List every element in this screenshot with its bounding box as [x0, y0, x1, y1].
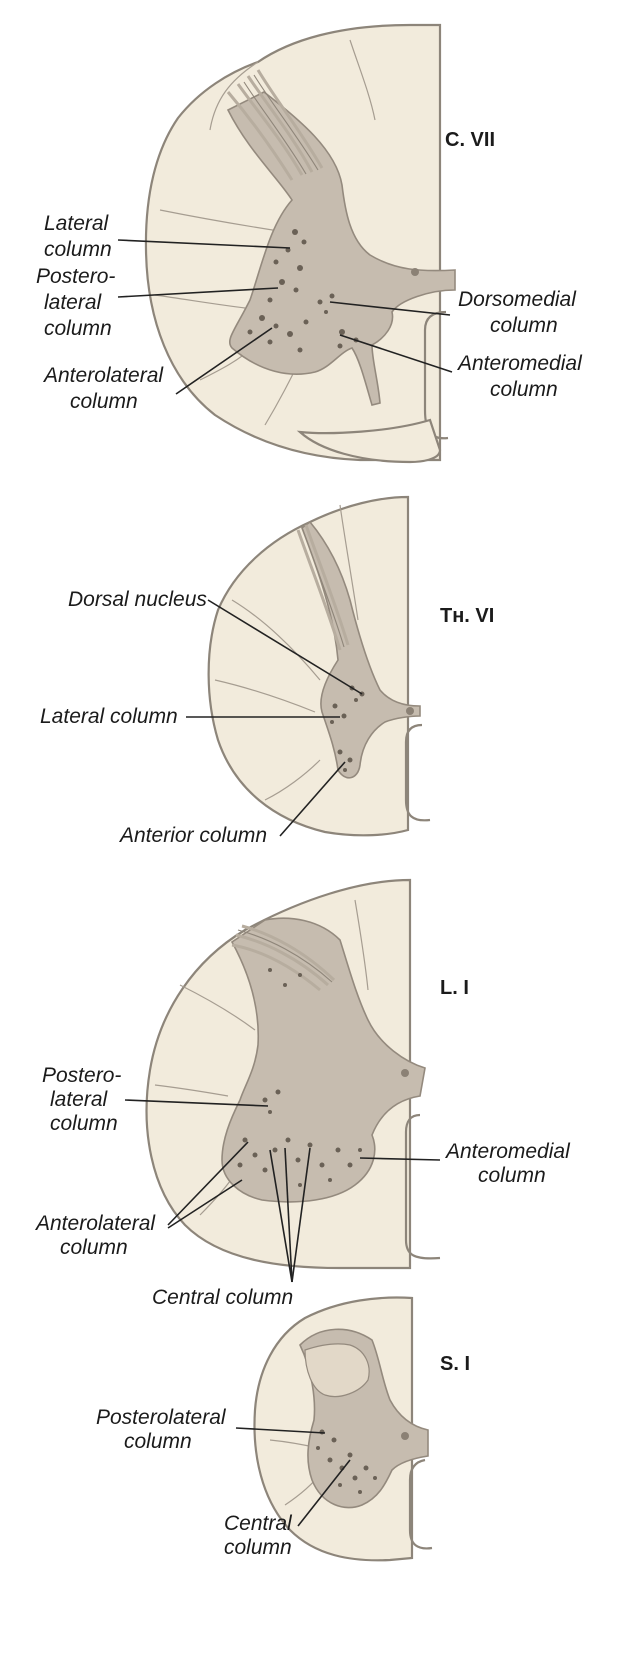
- l1-central-canal: [401, 1069, 409, 1077]
- l1-label-posterolateral-column: Postero- lateral column: [42, 1064, 127, 1135]
- th6-furrow: [214, 679, 316, 713]
- section-l1: L. I Postero- lateral column Anteromedia…: [34, 878, 576, 1309]
- c7-leader-dorsomedial: [329, 301, 451, 316]
- th6-central-canal: [406, 707, 414, 715]
- c7-label-dorsomedial-column: Dorsomedial column: [458, 288, 582, 337]
- l1-furrow: [354, 899, 369, 991]
- l1-leader-anteromedial: [359, 1157, 441, 1161]
- section-th6: Tн. VI Dorsal nucleus Lateral column Ant…: [40, 495, 494, 847]
- c7-dorsal-root: [226, 69, 324, 181]
- l1-leader-central: [291, 1147, 311, 1283]
- l1-segment-label: L. I: [440, 977, 469, 999]
- l1-dorsal-root: [231, 924, 336, 992]
- c7-segment-label: C. VII: [445, 129, 495, 151]
- th6-grey-matter: [301, 520, 421, 779]
- c7-furrow: [349, 39, 376, 121]
- c7-label-posterolateral-column: Postero- lateral column: [36, 265, 121, 340]
- s1-leader-central: [297, 1459, 351, 1527]
- l1-leader-posterolateral: [124, 1099, 269, 1107]
- section-s1: S. I Posterolateral column Central colum…: [96, 1296, 470, 1562]
- th6-furrow: [339, 504, 359, 621]
- th6-furrow: [231, 599, 321, 681]
- l1-label-anterolateral-column: Anterolateral column: [34, 1212, 161, 1259]
- l1-leader-anterolateral: [167, 1141, 249, 1226]
- s1-label-central-column: Central column: [224, 1512, 298, 1559]
- c7-central-canal: [411, 268, 419, 276]
- th6-label-dorsal-nucleus: Dorsal nucleus: [68, 588, 207, 611]
- th6-furrow: [264, 759, 321, 801]
- th6-leader-dorsal: [207, 599, 363, 695]
- th6-dorsal-root: [296, 524, 350, 651]
- s1-leader-posterolateral: [235, 1427, 326, 1434]
- c7-label-anteromedial-column: Anteromedial column: [456, 352, 588, 401]
- l1-leader-central: [269, 1149, 293, 1283]
- c7-leader-anterolateral: [175, 327, 273, 395]
- th6-segment-label: Tн. VI: [440, 605, 494, 627]
- c7-leader-lateral: [117, 239, 291, 249]
- l1-grey-matter: [221, 917, 426, 1203]
- l1-furrow: [154, 1084, 229, 1097]
- s1-anterior-fissure: [408, 1458, 433, 1550]
- c7-furrow: [154, 294, 246, 309]
- c7-leader-posterolateral: [117, 287, 279, 298]
- c7-furrow: [209, 61, 259, 131]
- c7-leader-anteromedial: [339, 334, 453, 373]
- s1-gelatinosa: [304, 1343, 370, 1398]
- c7-furrow: [159, 209, 286, 233]
- section-c7: C. VII Lateral column Postero- lateral c…: [36, 23, 588, 464]
- l1-label-anteromedial-column: Anteromedial column: [444, 1140, 576, 1187]
- l1-anterior-fissure: [404, 1113, 441, 1260]
- c7-ventral-funiculus: [296, 418, 442, 464]
- th6-label-lateral-column: Lateral column: [40, 705, 178, 728]
- s1-segment-label: S. I: [440, 1353, 470, 1375]
- th6-label-anterior-column: Anterior column: [118, 824, 267, 847]
- c7-label-anterolateral-column: Anterolateral column: [42, 364, 169, 413]
- l1-nuclei: [237, 968, 362, 1187]
- l1-furrow: [179, 984, 256, 1031]
- th6-leader-anterior: [279, 761, 346, 837]
- th6-anterior-fissure: [404, 723, 431, 822]
- l1-leader-central: [284, 1147, 293, 1283]
- s1-label-posterolateral-column: Posterolateral column: [96, 1406, 231, 1453]
- c7-nuclei: [247, 229, 359, 353]
- l1-label-central-column: Central column: [152, 1286, 293, 1309]
- l1-leader-anterolateral: [167, 1179, 243, 1229]
- s1-central-canal: [401, 1432, 409, 1440]
- c7-label-lateral-column: Lateral column: [44, 212, 114, 261]
- th6-nuclei: [330, 685, 365, 772]
